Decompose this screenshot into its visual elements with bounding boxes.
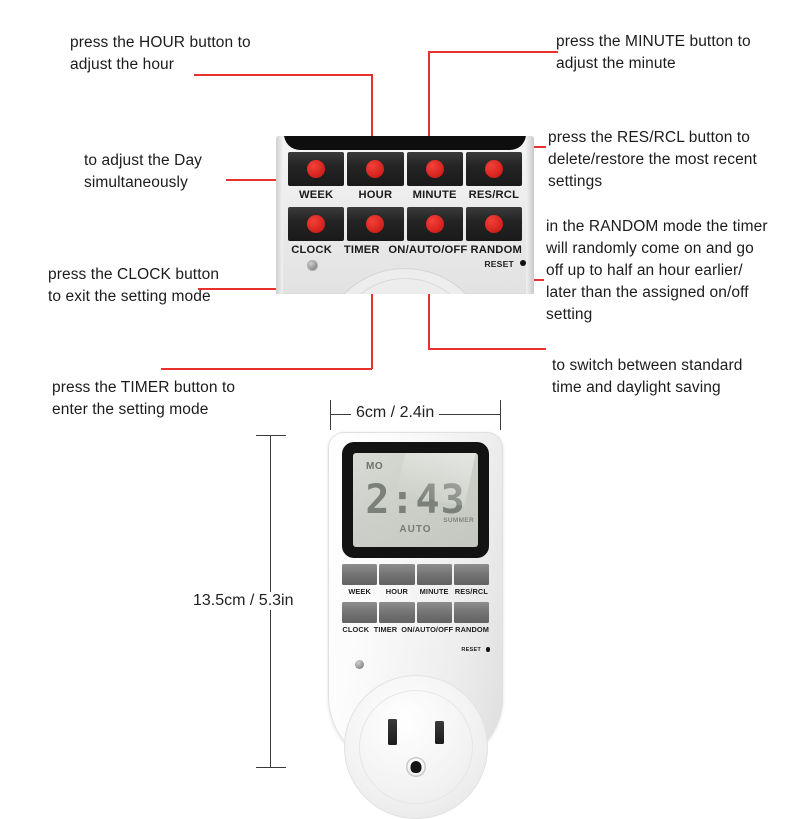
annotation-minute: press the MINUTE button to adjust the mi… <box>556 33 751 72</box>
ground-pin-icon <box>410 761 421 773</box>
button-dot-icon <box>307 160 326 178</box>
leader-line-on-auto-off-horizontal <box>428 348 546 350</box>
button-dot-icon <box>484 160 503 178</box>
panel-screw-icon <box>307 260 318 271</box>
leader-line-minute-vertical <box>428 51 430 178</box>
device-button-clock[interactable] <box>342 602 378 623</box>
device-button-res-rcl[interactable] <box>453 564 489 585</box>
lcd-mode-indicator: AUTO <box>399 524 432 535</box>
dim-width-label: 6cm / 2.4in <box>351 404 440 422</box>
lcd-bezel: MO 2:43 SUMMER AUTO <box>342 442 489 558</box>
leader-line-hour-vertical <box>371 74 373 178</box>
panel-label-res-rcl: RES/RCL <box>468 189 520 201</box>
leader-line-timer-vertical <box>371 226 373 369</box>
device-top-label-row: WEEK HOUR MINUTE RES/RCL <box>342 587 489 596</box>
panel-right-edge <box>526 136 534 294</box>
outlet-inner-ring <box>358 690 473 804</box>
device-reset-pinhole-icon <box>485 647 490 652</box>
device-button-on-auto-off[interactable] <box>416 602 452 623</box>
device-button-timer[interactable] <box>379 602 415 623</box>
device-button-hour[interactable] <box>379 564 415 585</box>
annotation-random: in the RANDOM mode the timer will random… <box>546 218 768 323</box>
annotation-res-rcl: press the RES/RCL button to delete/resto… <box>548 129 757 190</box>
panel-button-res-rcl[interactable] <box>465 152 522 186</box>
panel-button-week[interactable] <box>288 152 345 186</box>
panel-label-random: RANDOM <box>470 244 523 256</box>
device-label-timer: TIMER <box>373 625 398 634</box>
device-top-button-row <box>342 564 489 585</box>
device-label-minute: MINUTE <box>419 587 449 596</box>
lcd-screen: MO 2:43 SUMMER AUTO <box>353 453 478 547</box>
panel-bottom-label-row: CLOCK TIMER ON/AUTO/OFF RANDOM <box>288 244 522 256</box>
lcd-summer-indicator: SUMMER <box>443 517 474 524</box>
panel-label-timer: TIMER <box>343 244 380 256</box>
dim-width-tick-left <box>330 400 331 430</box>
button-dot-icon <box>425 160 444 178</box>
annotation-timer: press the TIMER button to enter the sett… <box>52 379 236 418</box>
button-dot-icon <box>484 215 503 233</box>
device-label-reset: RESET <box>461 647 481 653</box>
outlet-slot-hot <box>434 721 444 744</box>
leader-line-clock-horizontal <box>198 288 311 290</box>
timer-device-full: MO 2:43 SUMMER AUTO WEEK HOUR MINUTE RES… <box>328 432 503 819</box>
timer-control-panel-closeup: WEEK HOUR MINUTE RES/RCL CLOCK TIMER ON/… <box>276 136 534 294</box>
device-bottom-button-row <box>342 602 489 623</box>
device-button-random[interactable] <box>453 602 489 623</box>
panel-button-minute[interactable] <box>406 152 463 186</box>
dim-height-tick-bottom <box>256 767 286 768</box>
panel-button-clock[interactable] <box>288 207 345 241</box>
annotation-hour: press the HOUR button to adjust the hour <box>70 34 251 73</box>
panel-button-random[interactable] <box>465 207 522 241</box>
dim-width-tick-right <box>500 400 501 430</box>
panel-label-reset: RESET <box>484 259 514 269</box>
button-dot-icon <box>425 215 444 233</box>
panel-top-button-row <box>288 152 522 186</box>
device-label-res-rcl: RES/RCL <box>454 587 488 596</box>
panel-button-on-auto-off[interactable] <box>406 207 463 241</box>
panel-label-on-auto-off: ON/AUTO/OFF <box>388 244 468 256</box>
annotation-on-auto-off: to switch between standard time and dayl… <box>552 357 743 396</box>
panel-label-clock: CLOCK <box>291 244 332 256</box>
lcd-day-indicator: MO <box>366 461 384 472</box>
panel-top-label-row: WEEK HOUR MINUTE RES/RCL <box>288 189 522 201</box>
device-bottom-label-row: CLOCK TIMER ON/AUTO/OFF RANDOM <box>342 625 489 634</box>
button-dot-icon <box>366 160 385 178</box>
leader-line-week-horizontal <box>226 179 311 181</box>
device-label-clock: CLOCK <box>342 625 370 634</box>
button-dot-icon <box>366 215 385 233</box>
panel-reset-pinhole-icon <box>520 260 526 266</box>
device-screw-icon <box>355 660 364 669</box>
dim-height-label: 13.5cm / 5.3in <box>188 592 299 610</box>
annotation-clock: press the CLOCK button to exit the setti… <box>48 266 220 305</box>
panel-label-minute: MINUTE <box>412 189 457 201</box>
leader-line-timer-horizontal <box>161 368 372 370</box>
lcd-bezel-edge <box>284 136 526 150</box>
device-button-minute[interactable] <box>416 564 452 585</box>
leader-line-hour-horizontal <box>194 74 372 76</box>
button-dot-icon <box>307 215 326 233</box>
device-label-hour: HOUR <box>385 587 408 596</box>
outlet-ground-hole <box>405 757 426 777</box>
device-button-week[interactable] <box>342 564 378 585</box>
panel-label-week: WEEK <box>298 189 334 201</box>
panel-label-hour: HOUR <box>358 189 393 201</box>
annotation-week: to adjust the Day simultaneously <box>84 152 203 191</box>
outlet-slot-neutral <box>387 719 397 745</box>
device-label-week: WEEK <box>348 587 371 596</box>
dim-height-tick-top <box>256 435 286 436</box>
panel-left-edge <box>276 136 283 294</box>
power-outlet <box>343 675 488 819</box>
device-label-on-auto-off: ON/AUTO/OFF <box>401 625 454 634</box>
leader-line-minute-horizontal <box>428 51 558 53</box>
panel-bottom-button-row <box>288 207 522 241</box>
device-label-random: RANDOM <box>455 625 490 634</box>
panel-button-timer[interactable] <box>347 207 404 241</box>
panel-button-hour[interactable] <box>347 152 404 186</box>
